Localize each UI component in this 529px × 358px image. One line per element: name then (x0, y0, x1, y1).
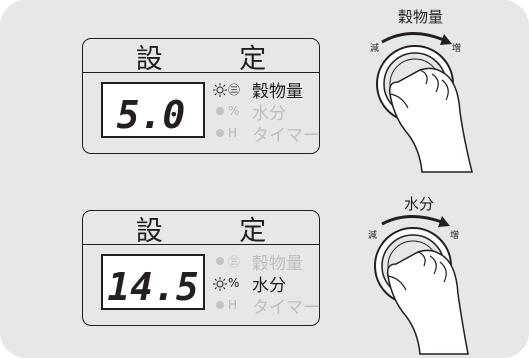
unit-symbol: ㊂ (228, 82, 241, 97)
mode-label: タイマー (252, 297, 320, 318)
lcd-digits: 5.0 (117, 93, 186, 135)
panel-divider (83, 244, 319, 245)
unit-symbol: H (228, 126, 238, 140)
mode-row-grain-amount: ㊂ 穀物量 (213, 78, 303, 102)
dot-indicator-icon (213, 298, 227, 312)
increase-label: 増 (450, 231, 460, 241)
dial-label: 穀物量 (398, 8, 444, 26)
mode-label: 水分 (252, 103, 286, 124)
mode-row-timer: H タイマー (213, 122, 320, 146)
mode-label: 穀物量 (252, 253, 303, 274)
dial-label: 水分 (404, 195, 435, 213)
panel-title: 設 定 (135, 216, 301, 247)
dot-indicator-icon (213, 104, 227, 118)
unit-symbol: ㊂ (228, 254, 241, 269)
hand-turning-dial-icon[interactable] (358, 206, 498, 356)
mode-label: タイマー (252, 125, 320, 146)
mode-row-moisture: % 水分 (213, 272, 286, 296)
hand-turning-dial-icon[interactable] (360, 22, 500, 182)
rotation-arrow-icon (381, 215, 443, 226)
mode-label: 水分 (252, 275, 286, 296)
unit-symbol: % (228, 276, 240, 290)
rotation-arrow-icon (381, 31, 445, 44)
sun-indicator-icon (213, 82, 227, 97)
lcd-display: 5.0 (101, 82, 205, 138)
dot-indicator-icon (213, 254, 227, 268)
mode-label: 穀物量 (252, 81, 303, 102)
unit-symbol: % (228, 104, 240, 118)
mode-row-grain-amount: ㊂ 穀物量 (213, 250, 303, 274)
unit-symbol: H (228, 298, 238, 312)
sun-indicator-icon (213, 276, 227, 291)
lcd-value: 14.5 (107, 265, 199, 307)
mode-row-moisture: % 水分 (213, 100, 286, 124)
lcd-value: 5.0 (117, 93, 186, 135)
mode-row-timer: H タイマー (213, 294, 320, 318)
decrease-label: 減 (370, 44, 380, 54)
lcd-display: 14.5 (101, 254, 205, 310)
settings-panel-grain-amount: 設 定 5.0 ㊂ 穀物量 % 水分 H タイマー (82, 38, 320, 154)
dot-indicator-icon (213, 126, 227, 140)
settings-panel-moisture: 設 定 14.5 ㊂ 穀物量 % 水分 H タイマー (82, 210, 320, 326)
increase-label: 増 (452, 44, 462, 54)
lcd-digits: 14.5 (107, 265, 199, 307)
decrease-label: 減 (368, 231, 378, 241)
panel-divider (83, 72, 319, 73)
panel-title: 設 定 (135, 44, 301, 75)
